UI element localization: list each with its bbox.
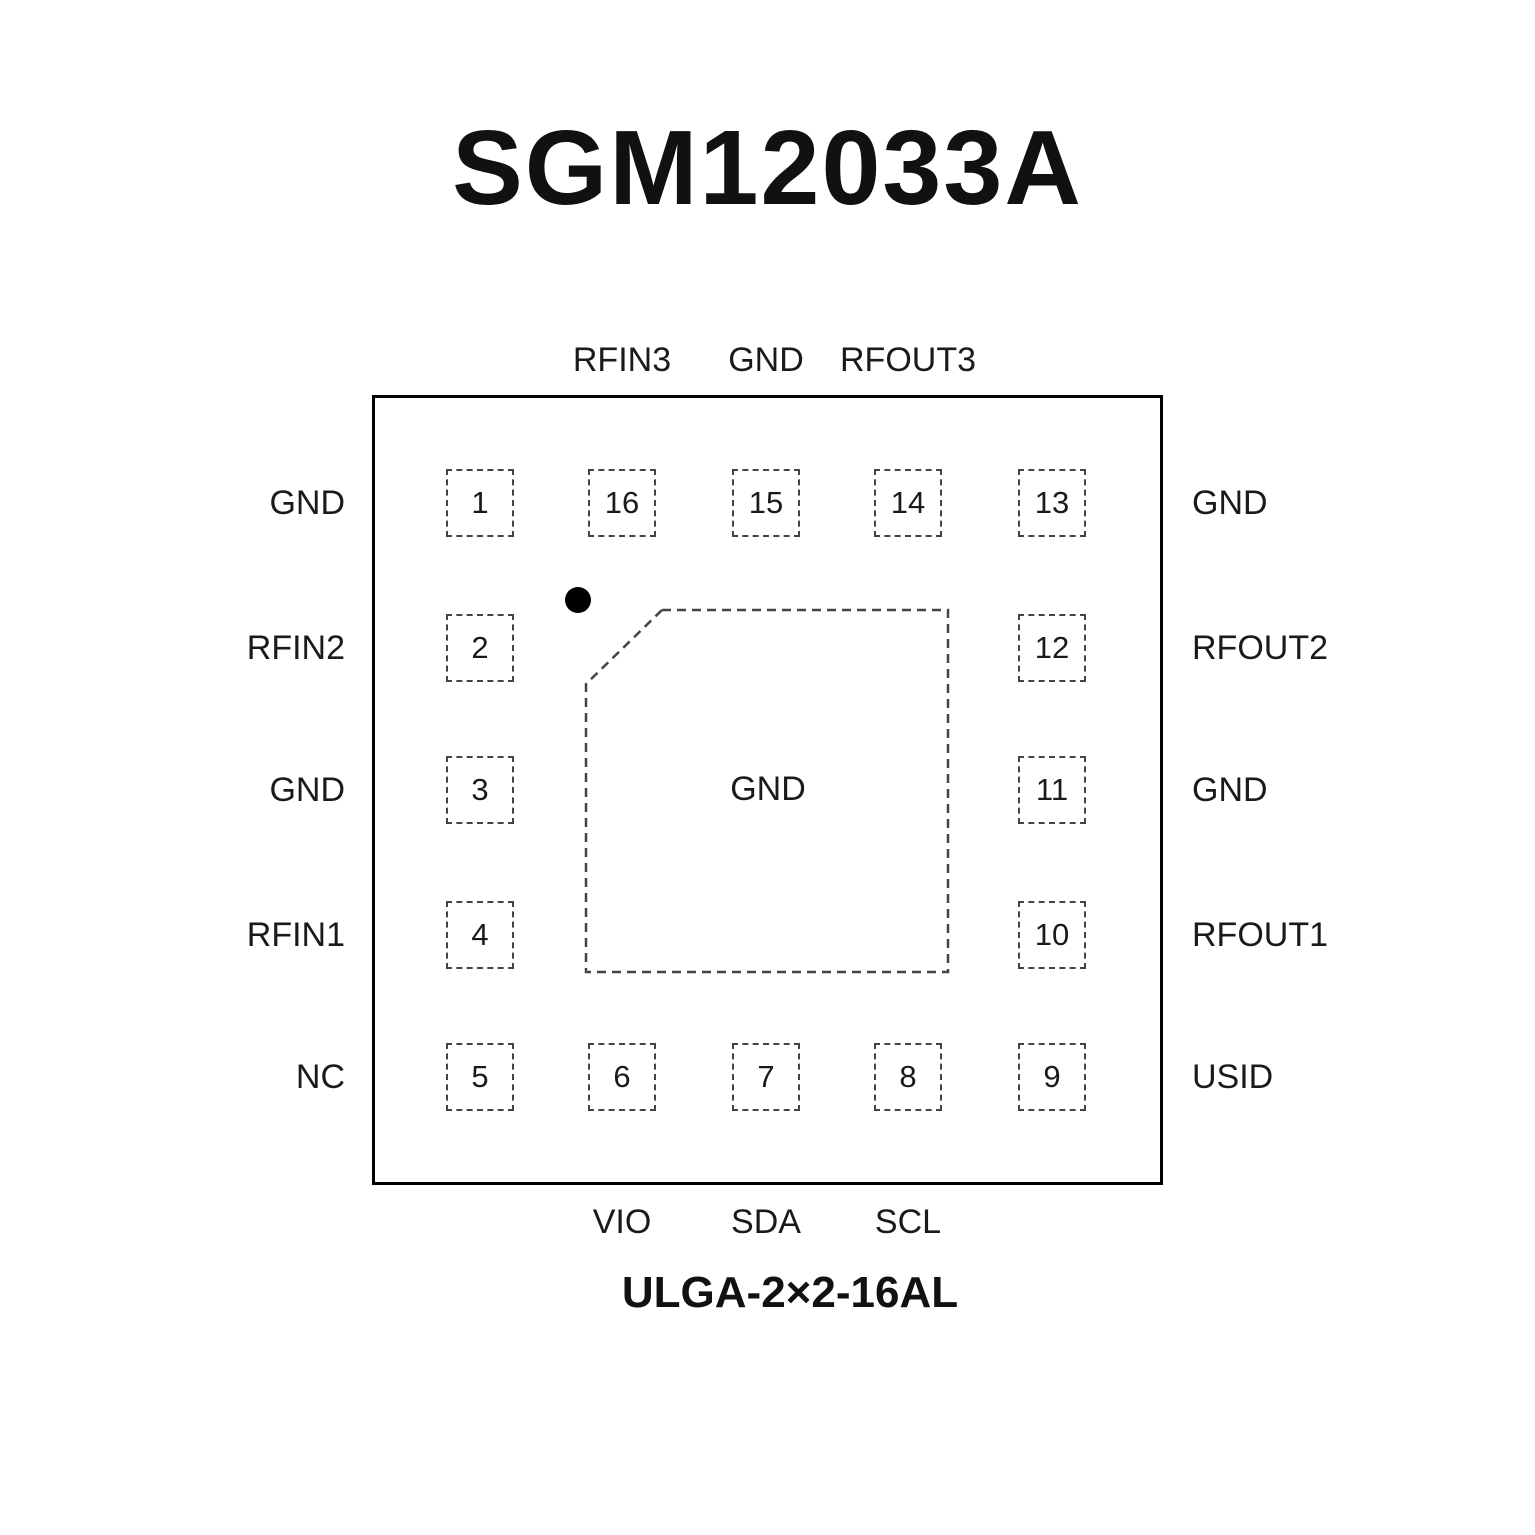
pin-label-gnd-top: GND	[728, 341, 804, 379]
pad-12: 12	[1018, 614, 1086, 682]
pad-8: 8	[874, 1043, 942, 1111]
chip-title: SGM12033A	[452, 109, 1083, 227]
pad-5: 5	[446, 1043, 514, 1111]
center-pad-label: GND	[730, 770, 806, 808]
pin-label-rfin3: RFIN3	[572, 341, 672, 379]
pad-1: 1	[446, 469, 514, 537]
pin-label-rfin2: RFIN2	[246, 629, 345, 667]
pad-11: 11	[1018, 756, 1086, 824]
pin-label-rfin1: RFIN1	[246, 916, 345, 954]
pin-label-gnd-right-2: GND	[1192, 771, 1268, 809]
pad-6: 6	[588, 1043, 656, 1111]
pad-4: 4	[446, 901, 514, 969]
pad-3: 3	[446, 756, 514, 824]
pad-10: 10	[1018, 901, 1086, 969]
pin-label-rfout1: RFOUT1	[1192, 916, 1328, 954]
pad-14: 14	[874, 469, 942, 537]
pad-2: 2	[446, 614, 514, 682]
pin-label-vio: VIO	[592, 1203, 652, 1241]
pin-label-rfout2: RFOUT2	[1192, 629, 1328, 667]
pin-label-usid: USID	[1192, 1058, 1274, 1096]
pin-label-rfout3: RFOUT3	[840, 341, 976, 379]
pad-15: 15	[732, 469, 800, 537]
pad-7: 7	[732, 1043, 800, 1111]
pin-label-gnd-left-1: GND	[269, 484, 345, 522]
pad-13: 13	[1018, 469, 1086, 537]
pin-label-nc: NC	[295, 1058, 345, 1096]
pad-16: 16	[588, 469, 656, 537]
pin-label-gnd-left-2: GND	[269, 771, 345, 809]
pin-label-sda: SDA	[731, 1203, 801, 1241]
package-name: ULGA-2×2-16AL	[621, 1268, 959, 1317]
pin-label-scl: SCL	[874, 1203, 942, 1241]
pad-9: 9	[1018, 1043, 1086, 1111]
pin-label-gnd-right-1: GND	[1192, 484, 1268, 522]
